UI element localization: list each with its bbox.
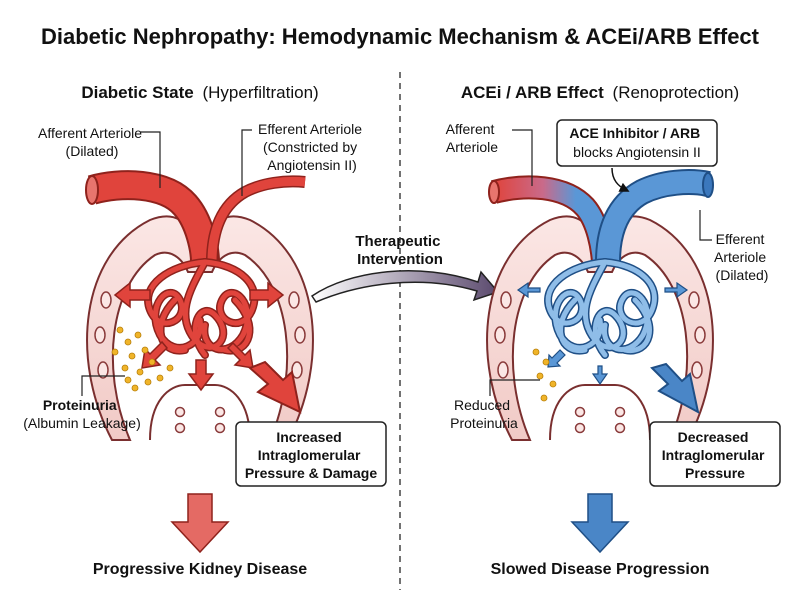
left-glomerulus-tuft	[144, 258, 259, 359]
therapy-label: Therapeutic Intervention	[355, 233, 444, 268]
right-heading-bold: ACEi / ARB Effect	[461, 83, 604, 102]
left-albumin-dots	[111, 326, 174, 392]
right-outcome-arrow	[570, 493, 630, 554]
left-heading-normal: (Hyperfiltration)	[202, 83, 318, 102]
therapeutic-intervention: Therapeutic Intervention	[310, 233, 500, 303]
right-afferent-label: Afferent Arteriole	[446, 121, 499, 155]
inhibitor-box-text: ACE Inhibitor / ARB blocks Angiotensin I…	[569, 125, 704, 160]
left-proteinuria-label: Proteinuria (Albumin Leakage)	[23, 397, 141, 431]
right-decrease-box	[649, 421, 781, 487]
right-proteinuria-leader	[489, 379, 540, 396]
right-outcome-text: Slowed Disease Progression	[491, 561, 710, 578]
right-proteinuria-label: Reduced Proteinuria	[450, 397, 518, 431]
right-decrease-box-text: Decreased Intraglomerular Pressure	[662, 429, 769, 481]
left-efferent-label: Efferent Arteriole (Constricted by Angio…	[258, 121, 366, 173]
left-afferent-leader	[140, 131, 161, 188]
right-panel: ACEi / ARB Effect (Renoprotection)	[446, 83, 781, 578]
therapy-arrow	[310, 270, 500, 303]
left-pressure-arrows	[113, 281, 285, 392]
right-heading-normal: (Renoprotection)	[613, 83, 740, 102]
left-outcome-text: Progressive Kidney Disease	[93, 561, 307, 578]
left-capsule-cells	[94, 291, 306, 379]
page-title: Diabetic Nephropathy: Hemodynamic Mechan…	[41, 24, 760, 49]
left-outcome-arrow	[170, 493, 230, 554]
right-albumin-dots	[532, 348, 557, 402]
left-afferent-arteriole	[85, 170, 220, 263]
right-efferent-label: Efferent Arteriole (Dilated)	[714, 231, 770, 283]
right-pressure-arrows	[516, 281, 689, 386]
left-afferent-label: Afferent Arteriole (Dilated)	[38, 125, 146, 159]
right-tubule	[549, 384, 651, 441]
left-efferent-arteriole	[206, 175, 306, 263]
right-capsule-cells	[494, 291, 706, 379]
left-panel: Diabetic State (Hyperfiltration)	[23, 83, 387, 578]
inhibitor-pointer	[611, 167, 630, 192]
left-damage-box	[235, 421, 387, 487]
right-panel-heading: ACEi / ARB Effect (Renoprotection)	[461, 83, 739, 102]
left-heading-bold: Diabetic State	[81, 83, 193, 102]
right-glomerulus-tuft	[544, 258, 659, 359]
left-damage-box-text: Increased Intraglomerular Pressure & Dam…	[245, 429, 378, 481]
left-tubule	[149, 384, 251, 441]
right-decrease-arrow	[650, 362, 700, 414]
inhibitor-box	[556, 119, 718, 167]
right-afferent-leader	[512, 129, 533, 186]
right-efferent-arteriole	[595, 169, 714, 263]
left-panel-heading: Diabetic State (Hyperfiltration)	[81, 83, 318, 102]
left-proteinuria-leader	[81, 375, 125, 396]
right-efferent-leader	[699, 210, 712, 241]
left-damage-arrow	[248, 360, 302, 414]
left-efferent-leader	[241, 129, 252, 196]
